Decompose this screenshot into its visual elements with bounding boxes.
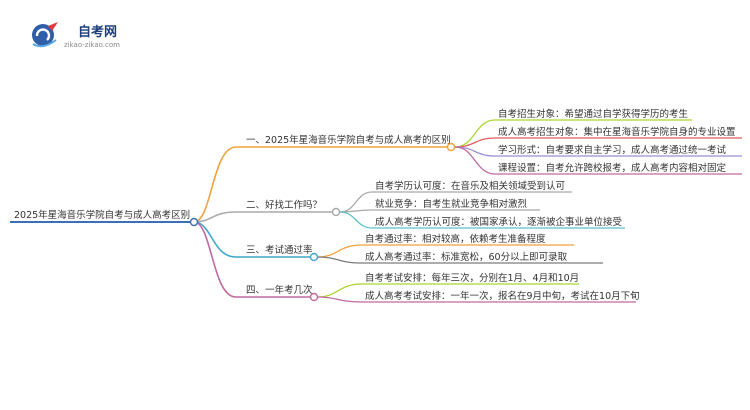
branch-3[interactable]: 三、考试通过率 自考通过率：相对较高，依赖考生准备程度 成人高考通过率：标准宽松… — [236, 233, 603, 264]
root-collapse-handle[interactable] — [189, 217, 199, 227]
branch-2-collapse-handle[interactable] — [331, 207, 341, 217]
branch-1-item-4[interactable]: 课程设置：自考允许跨校报考，成人高考内容相对固定 — [495, 162, 742, 175]
branch-3-item-2[interactable]: 成人高考通过率：标准宽松，60分以上即可录取 — [362, 251, 603, 264]
branch-1-item-3-label: 学习形式：自考要求自主学习，成人高考通过统一考试 — [498, 144, 727, 156]
branch-3-label: 三、考试通过率 — [246, 244, 313, 256]
branch-3-item-1[interactable]: 自考通过率：相对较高，依赖考生准备程度 — [362, 233, 574, 246]
branch-2-item-3[interactable]: 成人高考学历认可度：被国家承认，逐渐被企事业单位接受 — [372, 216, 625, 229]
branch-1-item-1[interactable]: 自考招生对象：希望通过自学获得学历的考生 — [495, 108, 692, 121]
branch-1-collapse-handle[interactable] — [446, 142, 456, 152]
branch-2-item-2-label: 就业竞争：自考生就业竞争相对激烈 — [375, 198, 528, 210]
logo: 自考网 zikao-zikao.com — [32, 22, 120, 49]
branch-4-collapse-handle[interactable] — [309, 292, 319, 302]
branch-2-item-1[interactable]: 自考学历认可度：在音乐及相关领域受到认可 — [372, 180, 572, 193]
connector-branch-3 — [193, 221, 237, 258]
branch-4-item-1[interactable]: 自考考试安排：每年三次，分别在1月、4月和10月 — [362, 272, 579, 285]
branch-2-item-1-label: 自考学历认可度：在音乐及相关领域受到认可 — [375, 180, 565, 192]
connector-branch-4 — [193, 221, 237, 298]
branch-1-item-4-label: 课程设置：自考允许跨校报考，成人高考内容相对固定 — [498, 162, 727, 174]
logo-icon — [32, 22, 58, 48]
branch-3-item-2-label: 成人高考通过率：标准宽松，60分以上即可录取 — [365, 251, 568, 263]
branch-4-item-1-label: 自考考试安排：每年三次，分别在1月、4月和10月 — [365, 272, 579, 284]
root-node[interactable]: 2025年星海音乐学院自考与成人高考区别 — [10, 209, 199, 227]
branch-1-item-1-label: 自考招生对象：希望通过自学获得学历的考生 — [498, 108, 689, 120]
branch-1-label: 一、2025年星海音乐学院自考与成人高考的区别 — [246, 134, 451, 146]
root-connectors — [193, 146, 237, 298]
branch-2-item-2[interactable]: 就业竞争：自考生就业竞争相对激烈 — [372, 198, 540, 211]
branch-1-item-3[interactable]: 学习形式：自考要求自主学习，成人高考通过统一考试 — [495, 144, 742, 157]
branch-4-label: 四、一年考几次 — [246, 284, 313, 296]
branch-4[interactable]: 四、一年考几次 自考考试安排：每年三次，分别在1月、4月和10月 成人高考考试安… — [236, 272, 640, 303]
logo-subtitle: zikao-zikao.com — [64, 41, 120, 49]
branch-1-item-2-label: 成人高考招生对象：集中在星海音乐学院自身的专业设置 — [498, 126, 736, 138]
connector-branch-2 — [193, 211, 237, 223]
branch-1-item-2[interactable]: 成人高考招生对象：集中在星海音乐学院自身的专业设置 — [495, 126, 742, 139]
branch-2[interactable]: 二、好找工作吗？ 自考学历认可度：在音乐及相关领域受到认可 就业竞争：自考生就业… — [236, 180, 625, 229]
branch-4-item-2[interactable]: 成人高考考试安排：一年一次，报名在9月中旬，考试在10月下旬 — [362, 290, 640, 303]
branch-2-item-3-label: 成人高考学历认可度：被国家承认，逐渐被企事业单位接受 — [375, 216, 622, 228]
branch-3-item-1-label: 自考通过率：相对较高，依赖考生准备程度 — [365, 233, 546, 245]
branch-3-collapse-handle[interactable] — [309, 252, 319, 262]
branch-4-item-2-label: 成人高考考试安排：一年一次，报名在9月中旬，考试在10月下旬 — [365, 290, 640, 302]
branch-1[interactable]: 一、2025年星海音乐学院自考与成人高考的区别 自考招生对象：希望通过自学获得学… — [236, 108, 742, 175]
root-label: 2025年星海音乐学院自考与成人高考区别 — [14, 209, 190, 221]
logo-title: 自考网 — [78, 24, 117, 40]
branch-2-label: 二、好找工作吗？ — [246, 199, 322, 211]
connector-branch-1 — [193, 146, 237, 223]
